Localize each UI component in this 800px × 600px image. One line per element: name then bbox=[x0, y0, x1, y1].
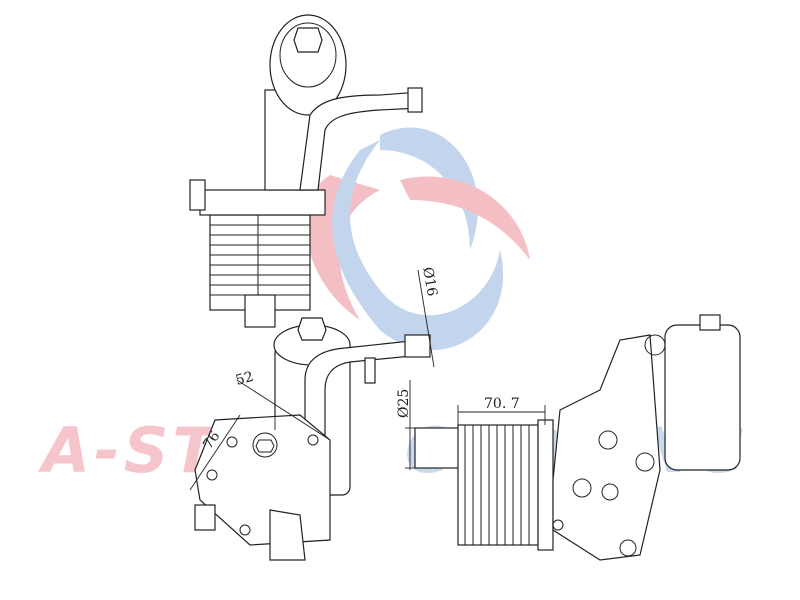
dimension-pipe-diameter: Ø16 bbox=[419, 266, 440, 298]
right-view: 70. 7 Ø25 bbox=[396, 314, 741, 561]
dimension-flange-width: 52 bbox=[234, 369, 255, 389]
watermark-logo bbox=[306, 127, 530, 351]
dimension-inlet-diameter: Ø25 bbox=[396, 389, 412, 418]
bottom-left-view: 52 76 Ø16 bbox=[189, 266, 440, 561]
dimension-cooler-length: 70. 7 bbox=[484, 396, 520, 412]
top-view bbox=[189, 14, 423, 328]
